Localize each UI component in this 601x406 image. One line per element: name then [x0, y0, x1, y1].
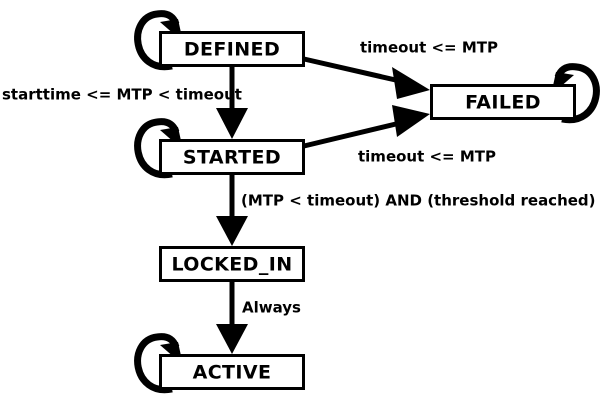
- state-label-active: ACTIVE: [193, 362, 272, 384]
- state-node-failed[interactable]: FAILED: [430, 84, 576, 120]
- state-label-defined: DEFINED: [184, 39, 280, 61]
- edge-started-to-failed: [303, 105, 430, 149]
- state-node-defined[interactable]: DEFINED: [159, 31, 305, 67]
- arrowhead-locked-in-to-active: [216, 324, 248, 354]
- state-box-active[interactable]: [159, 354, 305, 390]
- edge-defined-to-failed: [303, 56, 430, 99]
- arrowhead-started-to-failed: [392, 105, 430, 137]
- state-box-started[interactable]: [159, 139, 305, 175]
- edge-label-defined-to-started: starttime <= MTP < timeout: [2, 86, 242, 104]
- state-label-started: STARTED: [183, 147, 281, 169]
- edge-started-to-locked-in: [216, 175, 248, 246]
- state-node-locked-in[interactable]: LOCKED_IN: [159, 246, 305, 282]
- state-box-defined[interactable]: [159, 31, 305, 67]
- state-label-locked-in: LOCKED_IN: [171, 254, 292, 276]
- arrowhead-defined-to-started: [216, 108, 248, 139]
- arrowhead-started-to-locked-in: [216, 216, 248, 246]
- edge-label-started-to-locked-in: (MTP < timeout) AND (threshold reached): [241, 192, 596, 210]
- edge-defined-to-started: [216, 67, 248, 139]
- state-box-failed[interactable]: [430, 84, 576, 120]
- edge-label-started-to-failed: timeout <= MTP: [358, 148, 496, 166]
- state-label-failed: FAILED: [465, 92, 541, 114]
- edge-locked-in-to-active: [216, 282, 248, 354]
- state-box-locked-in[interactable]: [159, 246, 305, 282]
- state-node-started[interactable]: STARTED: [159, 139, 305, 175]
- edge-label-locked-in-to-active: Always: [242, 299, 301, 317]
- edge-label-defined-to-failed: timeout <= MTP: [360, 39, 498, 57]
- arrowhead-defined-to-failed: [392, 67, 430, 99]
- state-node-active[interactable]: ACTIVE: [159, 354, 305, 390]
